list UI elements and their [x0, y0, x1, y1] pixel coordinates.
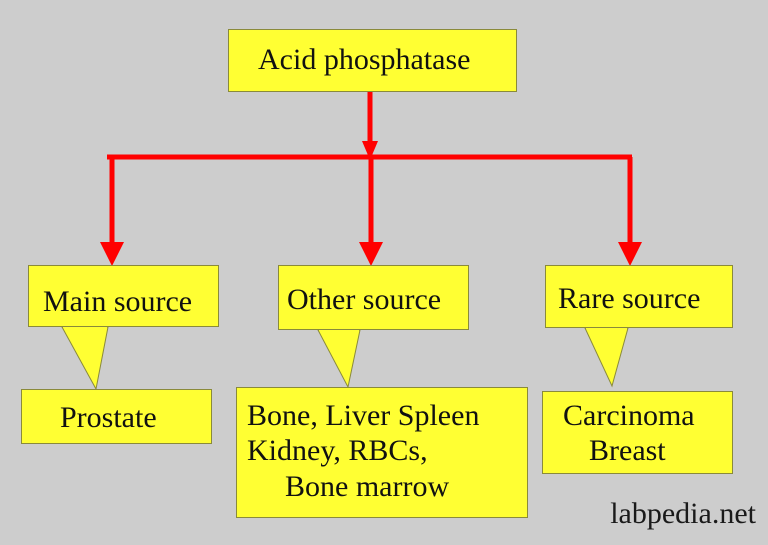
- detail-line-rare-source-2: Breast: [589, 434, 666, 468]
- connector-lines: [107, 92, 633, 244]
- category-box-other-source: Other source: [278, 265, 469, 330]
- callout-pointer-other: [317, 329, 361, 389]
- root-node-box: Acid phosphatase: [228, 29, 517, 92]
- callout-pointer-rare: [584, 327, 629, 388]
- arrowhead-root: [362, 141, 378, 160]
- arrowhead-main: [100, 242, 124, 266]
- callout-pointers: [61, 326, 629, 391]
- root-node-label: Acid phosphatase: [258, 43, 471, 76]
- category-box-rare-source: Rare source: [545, 265, 733, 328]
- detail-line-rare-source-1: Carcinoma: [563, 399, 695, 432]
- category-box-main-source: Main source: [28, 265, 219, 327]
- detail-label-main-source: Prostate: [60, 401, 157, 434]
- detail-box-main-source: Prostate: [21, 389, 212, 444]
- detail-box-rare-source: Carcinoma Breast: [542, 391, 733, 474]
- detail-line-other-source-3: Bone marrow: [285, 469, 450, 503]
- detail-line-other-source-1: Bone, Liver Spleen: [247, 399, 480, 432]
- arrowheads: [100, 141, 642, 266]
- category-label-other-source: Other source: [287, 283, 442, 316]
- detail-box-other-source: Bone, Liver Spleen Kidney, RBCs, Bone ma…: [236, 387, 528, 518]
- category-label-rare-source: Rare source: [558, 282, 701, 315]
- detail-line-other-source-2: Kidney, RBCs,: [247, 434, 428, 468]
- arrowhead-other: [359, 242, 383, 266]
- callout-pointer-main: [61, 326, 109, 391]
- arrowhead-rare: [618, 242, 642, 266]
- site-watermark: labpedia.net: [610, 497, 756, 530]
- category-label-main-source: Main source: [43, 285, 193, 318]
